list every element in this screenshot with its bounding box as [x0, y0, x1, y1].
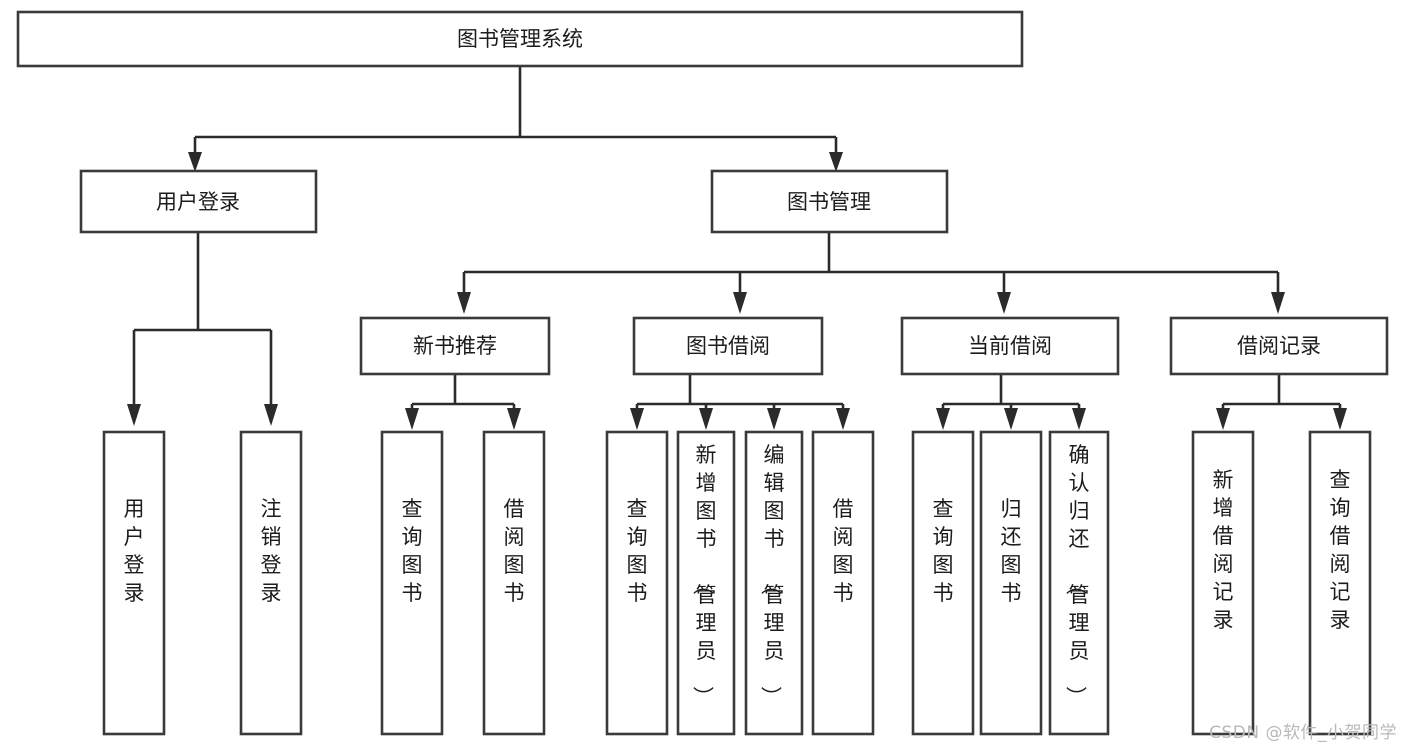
node-user-login-box[interactable]	[79, 169, 318, 234]
node-leaf-query-book-3-box[interactable]	[911, 430, 975, 736]
connector-group	[127, 66, 1347, 430]
node-leaf-user-logout-box[interactable]	[239, 430, 303, 736]
node-leaf-user-login-label: 用户登录	[124, 497, 145, 605]
node-current-borrow[interactable]: 当前借阅	[900, 316, 1120, 376]
node-leaf-query-book-3-label: 查询图书	[933, 497, 954, 605]
arrowhead-leaf-user-login	[127, 404, 141, 426]
node-leaf-return-book-box[interactable]	[979, 430, 1043, 736]
arrowhead-leaf-borrow-book-1	[507, 408, 521, 430]
node-leaf-query-book-2-box[interactable]	[605, 430, 669, 736]
node-leaf-return-book-label: 归还图书	[1001, 497, 1022, 605]
node-leaf-query-book-3[interactable]: 查询图书	[911, 430, 975, 736]
arrowhead-leaf-user-logout	[264, 404, 278, 426]
node-leaf-borrow-book-2-box[interactable]	[811, 430, 875, 736]
arrowhead-leaf-edit-book	[767, 408, 781, 430]
arrowhead-leaf-query-record	[1333, 408, 1347, 430]
node-borrow-record-box[interactable]	[1169, 316, 1389, 376]
arrowhead-leaf-return-book	[1004, 408, 1018, 430]
node-borrow-record[interactable]: 借阅记录	[1169, 316, 1389, 376]
arrowhead-current-borrow	[997, 292, 1011, 314]
arrowhead-book-borrow	[733, 292, 747, 314]
node-leaf-borrow-book-1-box[interactable]	[482, 430, 546, 736]
node-leaf-query-book-2-label: 查询图书	[627, 497, 648, 605]
node-borrow-record-label: 借阅记录	[1237, 334, 1321, 358]
node-leaf-add-record[interactable]: 新增借阅记录	[1191, 430, 1255, 736]
node-leaf-add-book-label: 新增图书（管理员）	[691, 443, 717, 707]
node-leaf-user-logout-label: 注销登录	[261, 497, 282, 605]
node-leaf-query-record-box[interactable]	[1308, 430, 1372, 736]
node-leaf-confirm-return-box[interactable]	[1048, 430, 1110, 736]
arrowhead-user-login	[188, 152, 202, 172]
node-leaf-borrow-book-1-label: 借阅图书	[504, 497, 525, 605]
node-leaf-query-record-label: 查询借阅记录	[1330, 468, 1351, 632]
node-leaf-edit-book-box[interactable]	[744, 430, 804, 736]
csdn-watermark: CSDN @软件_小贺同学	[1209, 723, 1397, 743]
node-leaf-borrow-book-1[interactable]: 借阅图书	[482, 430, 546, 736]
node-leaf-add-book-box[interactable]	[676, 430, 736, 736]
node-leaf-query-record[interactable]: 查询借阅记录	[1308, 430, 1372, 736]
arrowhead-leaf-add-record	[1216, 408, 1230, 430]
node-leaf-edit-book[interactable]: 编辑图书（管理员）	[744, 430, 804, 736]
node-leaf-add-book[interactable]: 新增图书（管理员）	[676, 430, 736, 736]
node-book-borrow-label: 图书借阅	[686, 334, 770, 358]
node-leaf-query-book-1[interactable]: 查询图书	[380, 430, 444, 736]
node-leaf-query-book-2[interactable]: 查询图书	[605, 430, 669, 736]
node-book-management-box[interactable]	[710, 169, 949, 234]
node-root-label: 图书管理系统	[457, 27, 583, 51]
node-leaf-borrow-book-2[interactable]: 借阅图书	[811, 430, 875, 736]
node-book-borrow-box[interactable]	[632, 316, 824, 376]
node-leaf-edit-book-label: 编辑图书（管理员）	[759, 443, 785, 707]
node-root[interactable]: 图书管理系统	[16, 10, 1024, 68]
node-leaf-query-book-1-box[interactable]	[380, 430, 444, 736]
arrowhead-leaf-query-book-2	[630, 408, 644, 430]
node-leaf-add-record-label: 新增借阅记录	[1213, 468, 1234, 632]
arrowhead-leaf-query-book-1	[405, 408, 419, 430]
node-new-book-recommend-box[interactable]	[359, 316, 551, 376]
node-leaf-add-record-box[interactable]	[1191, 430, 1255, 736]
node-leaf-query-book-1-label: 查询图书	[402, 497, 423, 605]
node-leaf-user-logout[interactable]: 注销登录	[239, 430, 303, 736]
node-new-book-recommend-label: 新书推荐	[413, 334, 497, 358]
node-root-box[interactable]	[16, 10, 1024, 68]
node-user-login[interactable]: 用户登录	[79, 169, 318, 234]
node-leaf-return-book[interactable]: 归还图书	[979, 430, 1043, 736]
node-book-management[interactable]: 图书管理	[710, 169, 949, 234]
arrowhead-book-management	[829, 152, 843, 172]
arrowhead-leaf-borrow-book-2	[836, 408, 850, 430]
arrowhead-leaf-query-book-3	[936, 408, 950, 430]
node-current-borrow-box[interactable]	[900, 316, 1120, 376]
node-user-login-label: 用户登录	[156, 190, 240, 214]
arrowhead-borrow-record	[1271, 292, 1285, 314]
node-current-borrow-label: 当前借阅	[968, 334, 1052, 358]
node-book-management-label: 图书管理	[787, 190, 871, 214]
arrowhead-new-book-recommend	[457, 292, 471, 314]
arrowhead-leaf-confirm-return	[1072, 408, 1086, 430]
node-book-borrow[interactable]: 图书借阅	[632, 316, 824, 376]
arrowhead-leaf-add-book	[699, 408, 713, 430]
node-leaf-borrow-book-2-label: 借阅图书	[833, 497, 854, 605]
node-leaf-user-login[interactable]: 用户登录	[102, 430, 166, 736]
node-leaf-confirm-return-label: 确认归还（管理员）	[1064, 443, 1090, 707]
node-leaf-user-login-box[interactable]	[102, 430, 166, 736]
node-new-book-recommend[interactable]: 新书推荐	[359, 316, 551, 376]
node-leaf-confirm-return[interactable]: 确认归还（管理员）	[1048, 430, 1110, 736]
